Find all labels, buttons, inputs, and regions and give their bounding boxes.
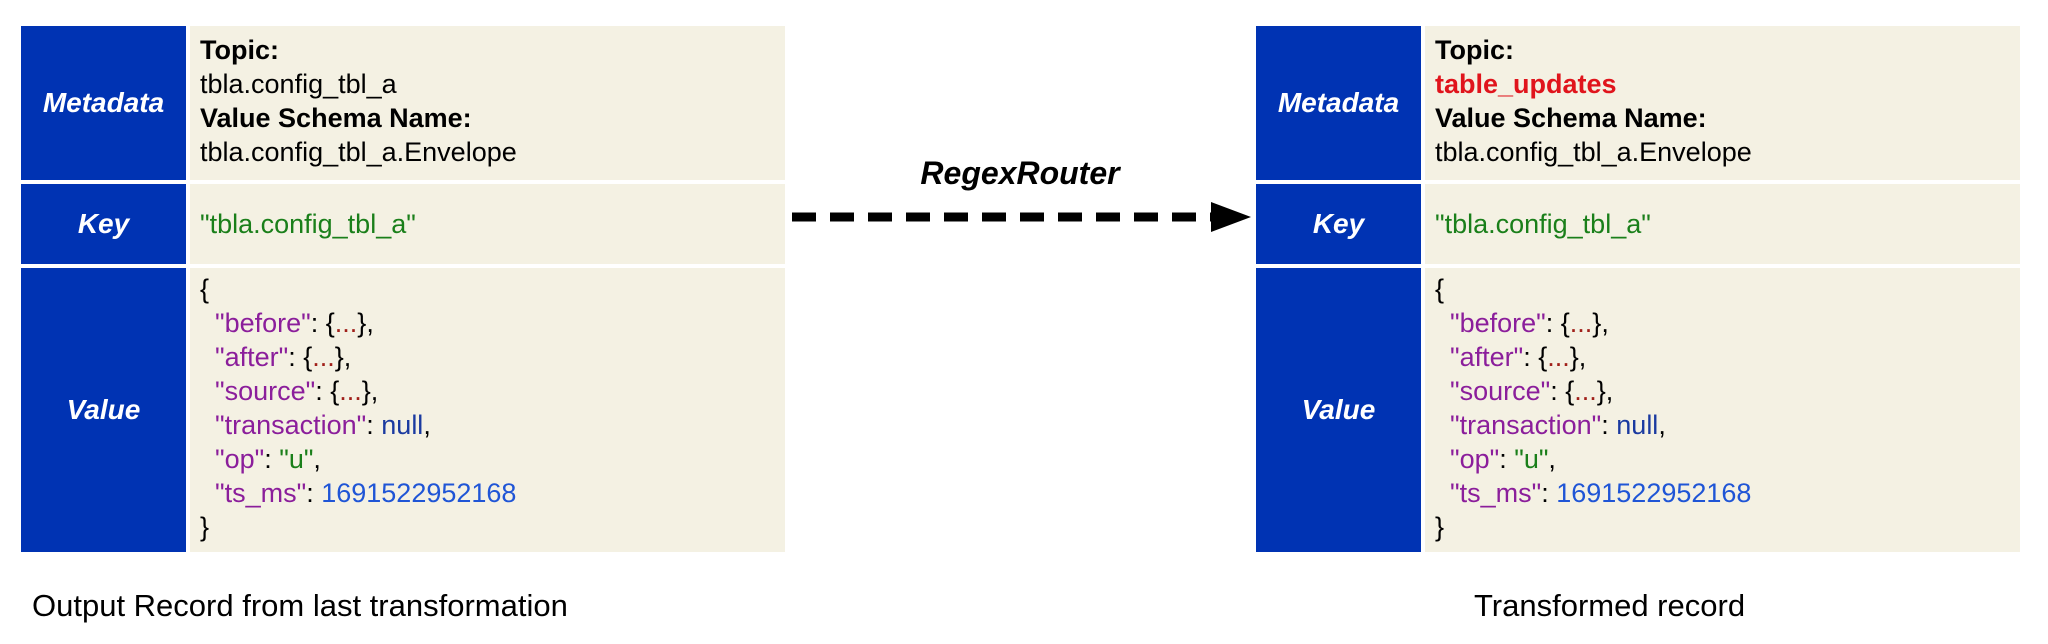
json-line-op: "op": "u", xyxy=(1450,444,1556,474)
key-content: "tbla.config_tbl_a" xyxy=(1425,184,2020,264)
json-key: "source" xyxy=(215,376,316,406)
key-label: Key xyxy=(21,184,186,264)
key-content: "tbla.config_tbl_a" xyxy=(190,184,785,264)
metadata-row: Metadata Topic: tbla.config_tbl_a Value … xyxy=(21,26,785,180)
topic-value: tbla.config_tbl_a xyxy=(200,69,397,99)
json-line-source: "source": {...}, xyxy=(1450,376,1614,406)
topic-value-highlighted: table_updates xyxy=(1435,69,1617,99)
metadata-content: Topic: tbla.config_tbl_a Value Schema Na… xyxy=(190,26,785,180)
json-close-brace: } xyxy=(200,512,210,542)
topic-label: Topic: xyxy=(200,35,279,65)
json-line-op: "op": "u", xyxy=(215,444,321,474)
json-line-ts: "ts_ms": 1691522952168 xyxy=(215,478,517,508)
json-null: null xyxy=(1616,410,1659,440)
schema-label: Value Schema Name: xyxy=(200,103,472,133)
json-number: 1691522952168 xyxy=(1556,478,1752,508)
metadata-row: Metadata Topic: table_updates Value Sche… xyxy=(1256,26,2020,180)
json-open-brace: { xyxy=(1435,274,1445,304)
transformed-record-caption: Transformed record xyxy=(1474,588,1746,623)
json-key: "before" xyxy=(1450,308,1546,338)
json-line-transaction: "transaction": null, xyxy=(215,410,431,440)
value-content: { "before": {...}, "after": {...}, "sour… xyxy=(1425,268,2020,552)
json-line-before: "before": {...}, xyxy=(215,308,374,338)
key-value: "tbla.config_tbl_a" xyxy=(200,209,416,239)
json-key: "before" xyxy=(215,308,311,338)
json-key: "after" xyxy=(1450,342,1524,372)
json-key: "transaction" xyxy=(1450,410,1602,440)
value-label: Value xyxy=(1256,268,1421,552)
json-key: "ts_ms" xyxy=(215,478,307,508)
key-row: Key "tbla.config_tbl_a" xyxy=(21,184,785,264)
json-key: "op" xyxy=(1450,444,1500,474)
value-label: Value xyxy=(21,268,186,552)
transform-arrow xyxy=(792,202,1251,232)
json-ellipsis: ... xyxy=(1547,342,1570,372)
json-string: "u" xyxy=(1514,444,1549,474)
json-string: "u" xyxy=(279,444,314,474)
json-ellipsis: ... xyxy=(1569,308,1593,338)
schema-value: tbla.config_tbl_a.Envelope xyxy=(1435,137,1752,167)
json-close-brace: } xyxy=(1435,512,1445,542)
json-key: "source" xyxy=(1450,376,1551,406)
json-ellipsis: ... xyxy=(1574,376,1597,406)
json-line-after: "after": {...}, xyxy=(215,342,352,372)
json-key: "op" xyxy=(215,444,265,474)
source-record-caption: Output Record from last transformation xyxy=(32,588,568,623)
json-null: null xyxy=(381,410,424,440)
json-key: "ts_ms" xyxy=(1450,478,1542,508)
json-number: 1691522952168 xyxy=(321,478,517,508)
json-line-ts: "ts_ms": 1691522952168 xyxy=(1450,478,1752,508)
metadata-content: Topic: table_updates Value Schema Name: … xyxy=(1425,26,2020,180)
json-key: "transaction" xyxy=(215,410,367,440)
json-ellipsis: ... xyxy=(334,308,358,338)
json-line-transaction: "transaction": null, xyxy=(1450,410,1666,440)
metadata-label: Metadata xyxy=(21,26,186,180)
key-label: Key xyxy=(1256,184,1421,264)
metadata-label: Metadata xyxy=(1256,26,1421,180)
key-row: Key "tbla.config_tbl_a" xyxy=(1256,184,2020,264)
value-row: Value { "before": {...}, "after": {...},… xyxy=(21,268,785,552)
json-open-brace: { xyxy=(200,274,210,304)
source-record: Metadata Topic: tbla.config_tbl_a Value … xyxy=(21,26,785,556)
arrow-head xyxy=(1211,202,1251,232)
regexrouter-label: RegexRouter xyxy=(920,155,1120,191)
value-content: { "before": {...}, "after": {...}, "sour… xyxy=(190,268,785,552)
json-line-after: "after": {...}, xyxy=(1450,342,1587,372)
topic-label: Topic: xyxy=(1435,35,1514,65)
json-key: "after" xyxy=(215,342,289,372)
json-ellipsis: ... xyxy=(339,376,362,406)
transformed-record: Metadata Topic: table_updates Value Sche… xyxy=(1256,26,2020,556)
schema-label: Value Schema Name: xyxy=(1435,103,1707,133)
json-line-before: "before": {...}, xyxy=(1450,308,1609,338)
key-value: "tbla.config_tbl_a" xyxy=(1435,209,1651,239)
json-ellipsis: ... xyxy=(312,342,335,372)
json-line-source: "source": {...}, xyxy=(215,376,379,406)
value-row: Value { "before": {...}, "after": {...},… xyxy=(1256,268,2020,552)
schema-value: tbla.config_tbl_a.Envelope xyxy=(200,137,517,167)
